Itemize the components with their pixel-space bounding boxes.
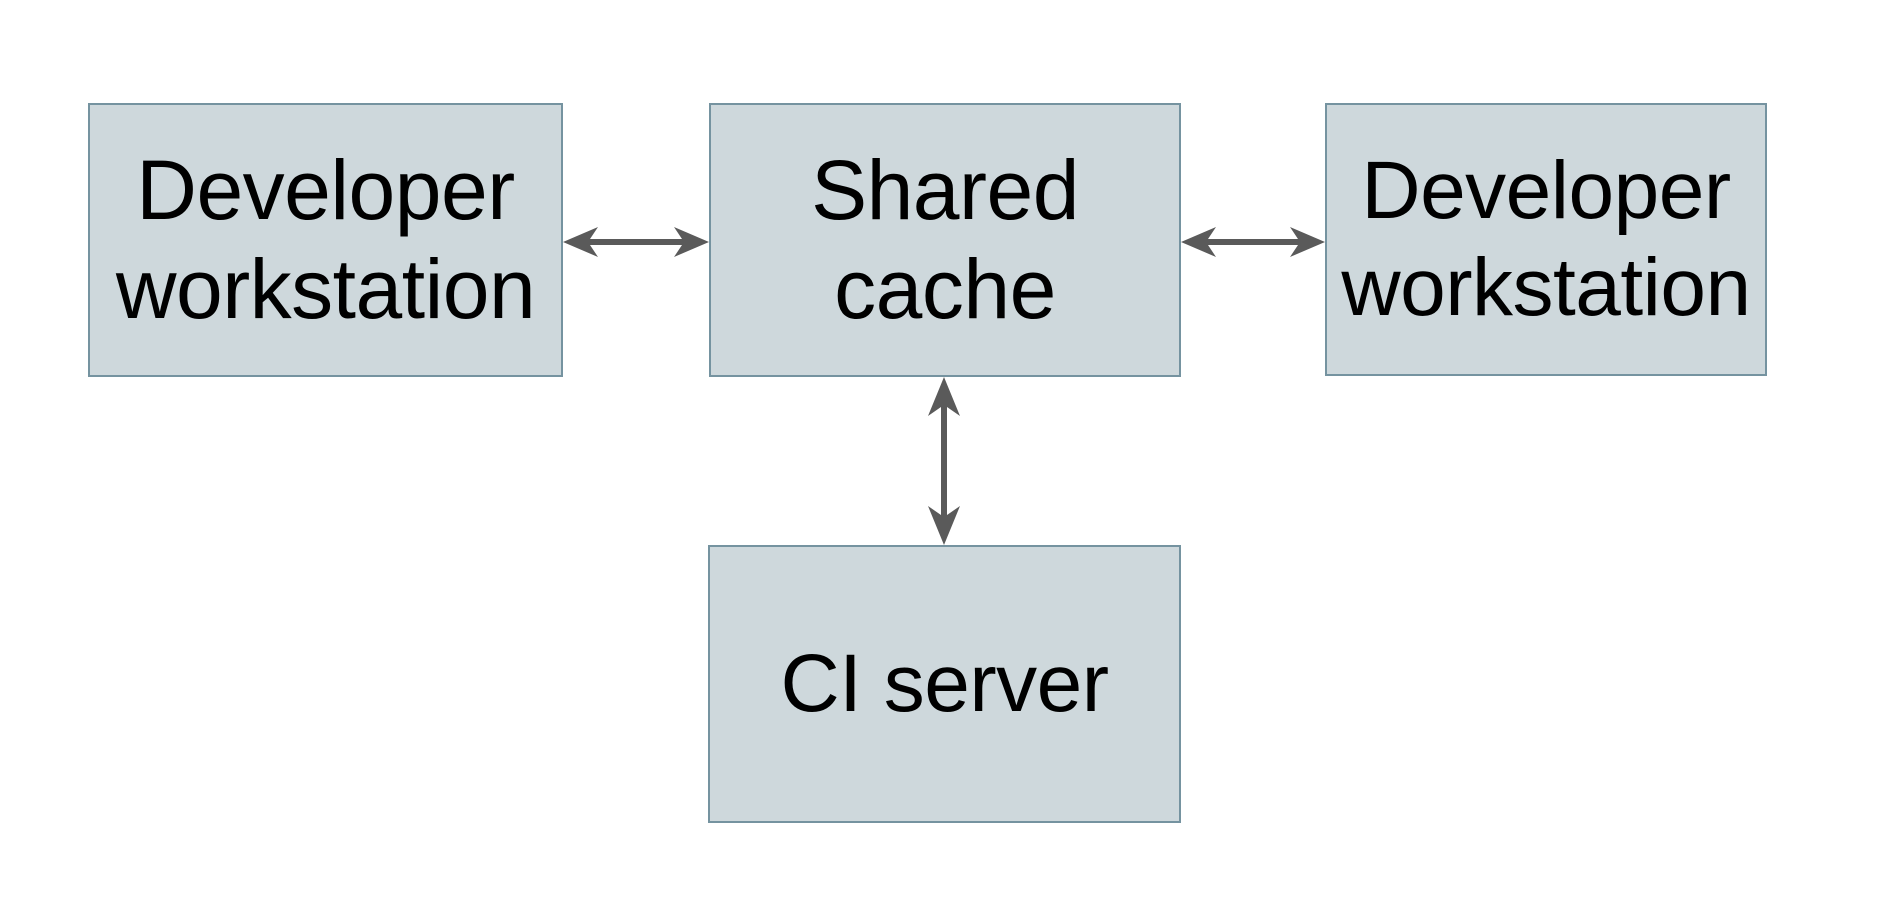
connector-shared-cache-to-ci-server[interactable] xyxy=(916,374,972,548)
node-label: CI server xyxy=(780,637,1109,729)
connector-shared-cache-to-dev-right[interactable] xyxy=(1178,214,1328,270)
double-arrow-horizontal-icon xyxy=(1181,227,1325,257)
node-label: Shared cache xyxy=(811,142,1079,336)
node-ci-server[interactable]: CI server xyxy=(708,545,1181,823)
double-arrow-horizontal-icon xyxy=(563,227,709,257)
double-arrow-vertical-icon xyxy=(928,377,960,545)
node-developer-workstation-right[interactable]: Developer workstation xyxy=(1325,103,1767,376)
node-label: Developer workstation xyxy=(1341,144,1751,333)
node-label: Developer workstation xyxy=(115,142,536,336)
node-developer-workstation-left[interactable]: Developer workstation xyxy=(88,103,563,377)
node-shared-cache[interactable]: Shared cache xyxy=(709,103,1181,377)
connector-dev-left-to-shared-cache[interactable] xyxy=(560,214,712,270)
